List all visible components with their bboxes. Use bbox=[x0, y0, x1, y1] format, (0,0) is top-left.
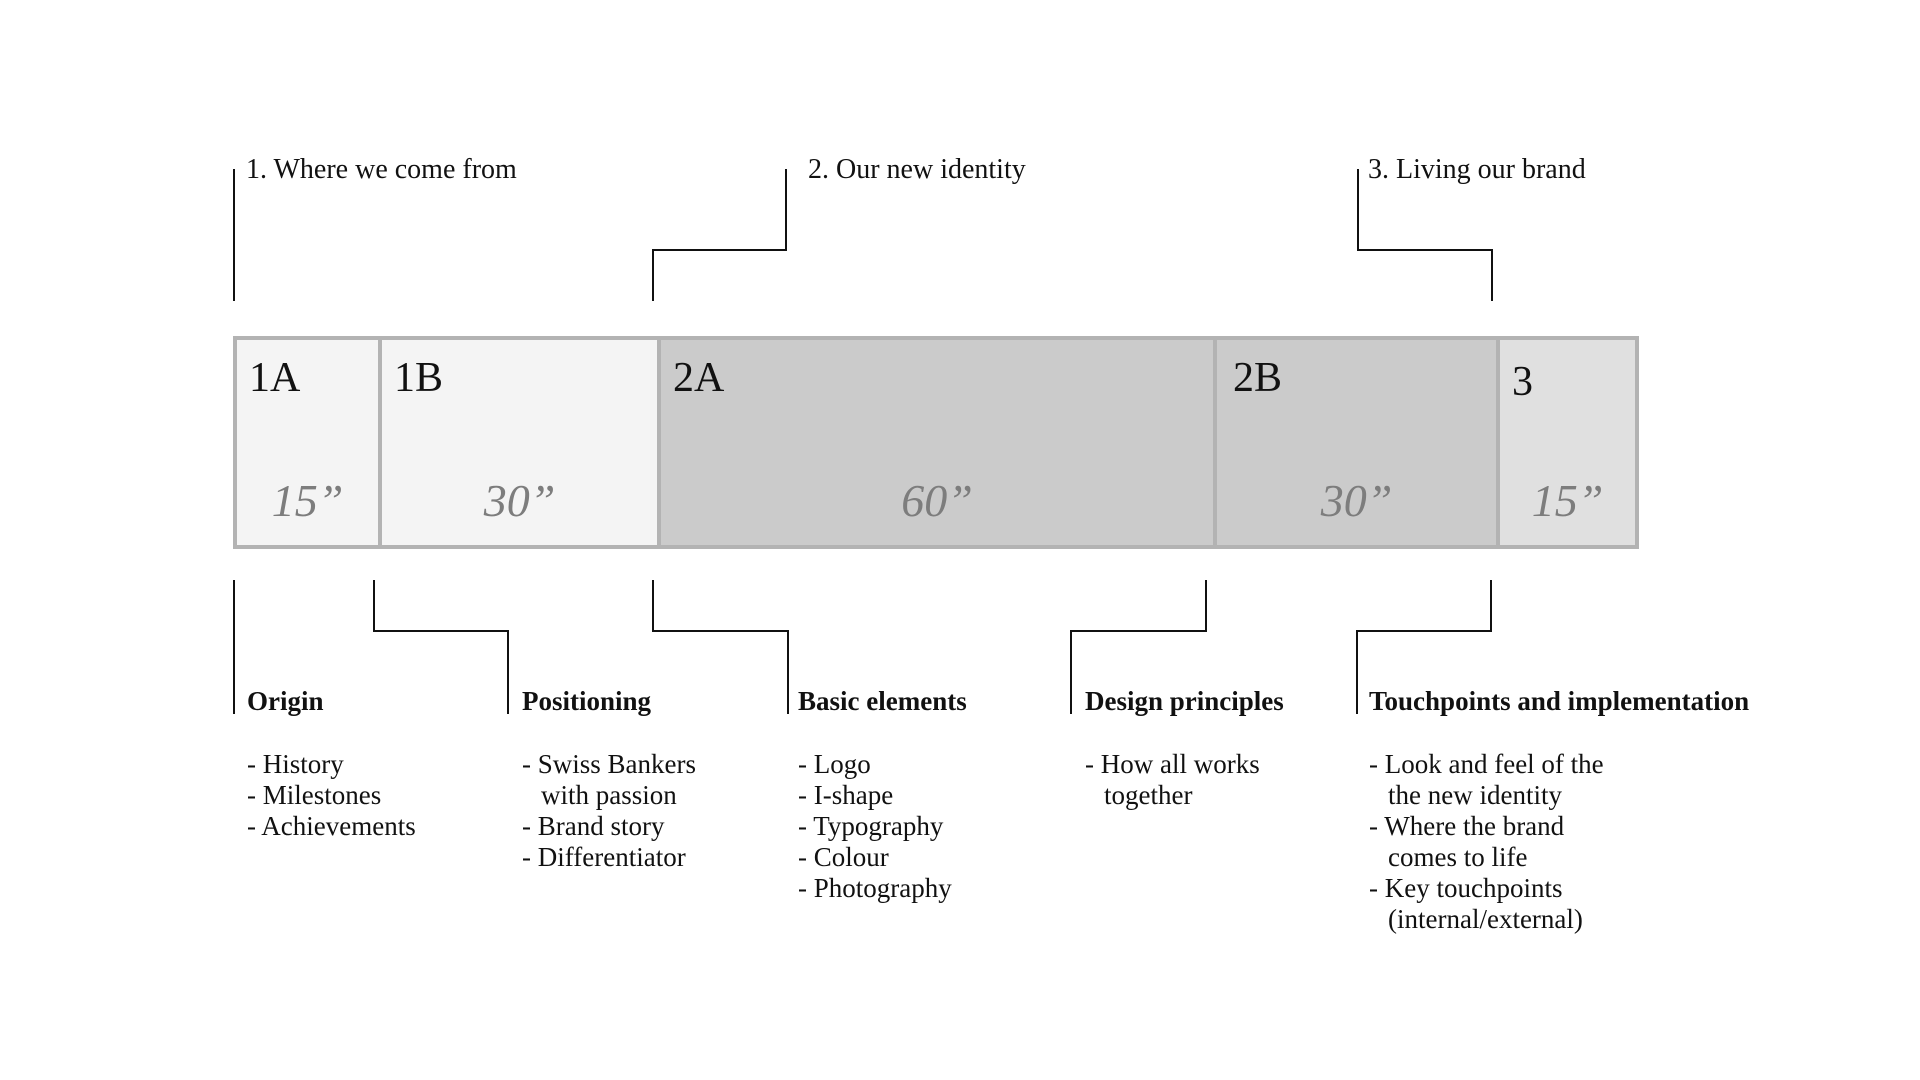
phase-label-3: 3. Living our brand bbox=[1368, 154, 1586, 185]
connector-phase-2 bbox=[652, 249, 787, 251]
connector-phase-3 bbox=[1357, 249, 1492, 251]
connector-phase-3 bbox=[1491, 249, 1493, 301]
connector-basic-elements bbox=[652, 580, 654, 631]
connector-design-principles bbox=[1205, 580, 1207, 631]
segment-duration: 60” bbox=[901, 475, 973, 526]
connector-phase-2 bbox=[652, 249, 654, 301]
connector-touchpoints bbox=[1356, 630, 1358, 714]
segment-duration: 15” bbox=[271, 475, 344, 526]
column-heading: Origin bbox=[247, 686, 324, 716]
list-item: How all works together bbox=[1085, 749, 1284, 811]
connector-basic-elements bbox=[652, 630, 788, 632]
segment-duration: 15” bbox=[1531, 475, 1604, 526]
list-item: Colour bbox=[798, 842, 967, 873]
segment-code: 1B bbox=[394, 355, 444, 401]
connector-phase-3 bbox=[1357, 169, 1359, 250]
connector-touchpoints bbox=[1490, 580, 1492, 631]
list-item: Photography bbox=[798, 873, 967, 904]
segment-duration: 30” bbox=[1320, 475, 1393, 526]
segment-code: 1A bbox=[249, 355, 301, 401]
timeline-bar: 1A 15” 1B 30” 2A 60” 2B 30” 3 15” bbox=[233, 336, 1639, 549]
segment-duration: 30” bbox=[483, 475, 556, 526]
column-positioning: Positioning Swiss Bankers with passion B… bbox=[522, 686, 696, 873]
column-touchpoints: Touchpoints and implementation Look and … bbox=[1369, 686, 1749, 935]
list-item: Swiss Bankers with passion bbox=[522, 749, 696, 811]
column-heading: Touchpoints and implementation bbox=[1369, 686, 1750, 716]
list-item: Key touchpoints (internal/external) bbox=[1369, 873, 1749, 935]
column-design-principles: Design principles How all works together bbox=[1085, 686, 1284, 811]
column-origin: Origin History Milestones Achievements bbox=[247, 686, 420, 842]
connector-positioning bbox=[373, 580, 375, 631]
list-item: I-shape bbox=[798, 780, 967, 811]
connector-design-principles bbox=[1070, 630, 1207, 632]
list-item: History bbox=[247, 749, 420, 780]
segment-1a: 1A 15” bbox=[237, 340, 378, 545]
connector-touchpoints bbox=[1356, 630, 1492, 632]
connector-basic-elements bbox=[787, 630, 789, 714]
segment-code: 2A bbox=[673, 355, 725, 401]
column-basic-elements: Basic elements Logo I-shape Typography C… bbox=[798, 686, 967, 904]
list-item: Look and feel of the the new identity bbox=[1369, 749, 1749, 811]
segment-code: 3 bbox=[1512, 359, 1533, 405]
phase-label-1: 1. Where we come from bbox=[246, 154, 517, 185]
connector-design-principles bbox=[1070, 630, 1072, 714]
connector-phase-2 bbox=[785, 169, 787, 250]
column-heading: Positioning bbox=[522, 686, 652, 716]
connector-origin bbox=[233, 580, 235, 714]
connector-positioning bbox=[373, 630, 509, 632]
segment-2a: 2A 60” bbox=[657, 340, 1213, 545]
column-heading: Basic elements bbox=[798, 686, 967, 716]
segment-2b: 2B 30” bbox=[1213, 340, 1496, 545]
connector-positioning bbox=[507, 630, 509, 714]
segment-code: 2B bbox=[1233, 355, 1283, 401]
segment-1b: 1B 30” bbox=[378, 340, 657, 545]
list-item: Brand story bbox=[522, 811, 696, 842]
connector-phase-1 bbox=[233, 169, 235, 301]
column-heading: Design principles bbox=[1085, 686, 1284, 716]
list-item: Milestones bbox=[247, 780, 420, 811]
list-item: Typography bbox=[798, 811, 967, 842]
list-item: Where the brand comes to life bbox=[1369, 811, 1749, 873]
phase-label-2: 2. Our new identity bbox=[808, 154, 1026, 185]
segment-3: 3 15” bbox=[1496, 340, 1635, 545]
list-item: Differentiator bbox=[522, 842, 696, 873]
list-item: Achievements bbox=[247, 811, 420, 842]
list-item: Logo bbox=[798, 749, 967, 780]
